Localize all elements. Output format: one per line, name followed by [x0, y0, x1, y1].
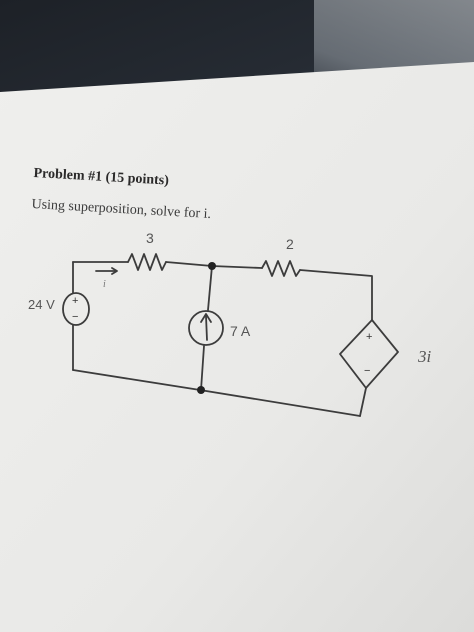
resistor-2-symbol: [261, 260, 301, 277]
node-top-middle: [208, 262, 216, 270]
voltage-minus-sign: −: [72, 311, 78, 323]
wire-middle-lower: [200, 345, 205, 391]
resistor-3-symbol: [127, 253, 167, 271]
voltage-source-label: 24 V: [28, 297, 55, 312]
current-source-circle: [188, 310, 224, 346]
current-source-label: 7 A: [230, 323, 251, 339]
paper-surface: [0, 62, 474, 632]
problem-instruction: Using superposition, solve for i.: [31, 197, 212, 223]
resistor-2-label: 2: [286, 236, 294, 252]
wire-top-middle: [165, 261, 213, 267]
dependent-plus-sign: +: [366, 331, 372, 343]
resistor-3-label: 3: [146, 230, 154, 246]
current-source-arrow-shaft: [205, 315, 208, 341]
wire-to-resistor-2: [211, 265, 263, 269]
wire-middle-upper: [207, 265, 213, 311]
problem-title: Problem #1 (15 points): [33, 166, 170, 189]
current-source-arrow-head: [200, 313, 212, 323]
dependent-minus-sign: −: [364, 365, 370, 377]
current-arrow-head: [111, 267, 118, 275]
current-i-label: i: [103, 279, 106, 290]
voltage-plus-sign: +: [72, 295, 78, 307]
voltage-source-circle: [62, 292, 90, 326]
dependent-source-label: 3i: [417, 347, 432, 366]
wire-top-right: [299, 269, 373, 321]
node-bottom-middle: [197, 386, 205, 394]
wire-right-lower: [359, 387, 367, 417]
